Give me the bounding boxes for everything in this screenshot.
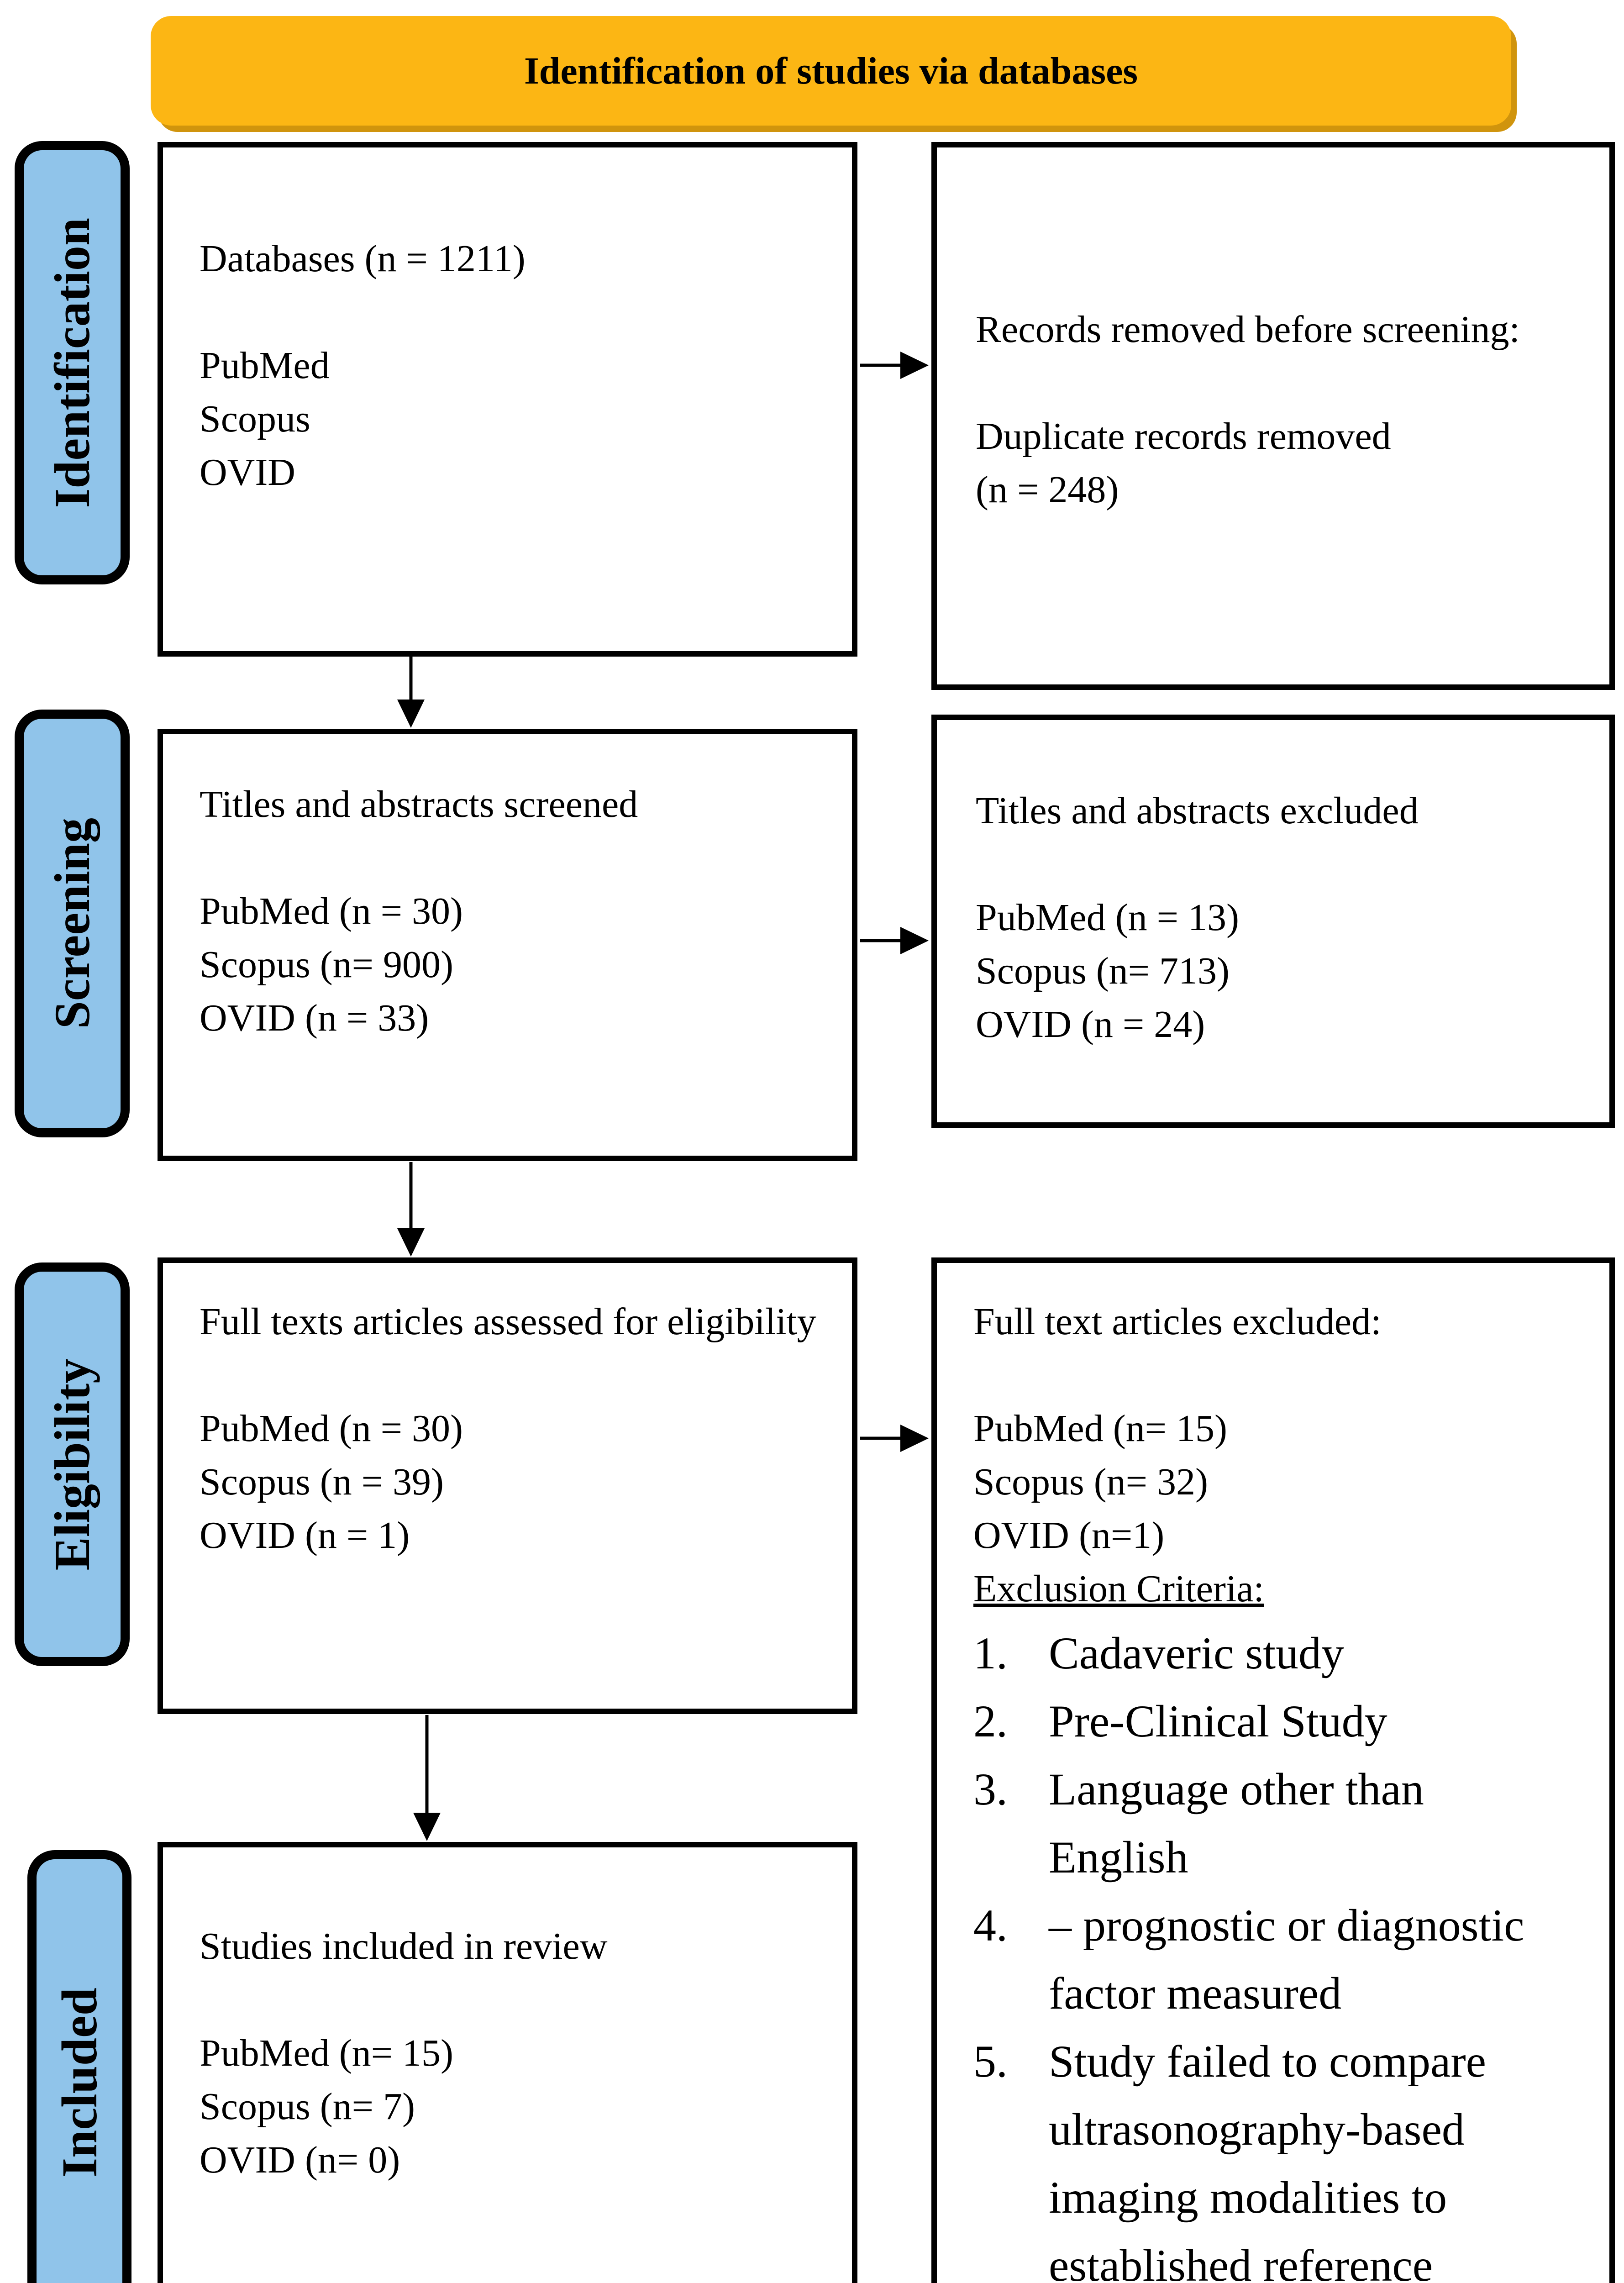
box-titles-abstracts-screened: Titles and abstracts screened PubMed (n … xyxy=(158,729,857,1161)
arrowhead-icon xyxy=(397,700,425,728)
arrowhead-icon xyxy=(900,352,929,379)
stage-label-identification-text: Identification xyxy=(44,217,100,508)
arrow-shaft xyxy=(425,1715,429,1815)
box-databases-identified-text: Databases (n = 1211) PubMed Scopus OVID xyxy=(200,237,526,494)
box-titles-abstracts-screened-text: Titles and abstracts screened PubMed (n … xyxy=(200,783,638,1039)
arrow-shaft xyxy=(860,1436,903,1440)
box-fulltext-assessed-text: Full texts articles assessed for eligibi… xyxy=(200,1300,816,1557)
title-banner: Identification of studies via databases xyxy=(151,16,1511,126)
arrow-shaft xyxy=(409,1162,413,1231)
arrow-shaft xyxy=(860,363,903,367)
criterion-1-number: 1. xyxy=(973,1628,1008,1678)
exclusion-criteria-heading: Exclusion Criteria: xyxy=(973,1568,1264,1610)
arrow-identification-right-icon xyxy=(860,352,929,379)
stage-label-screening: Screening xyxy=(15,710,130,1137)
stage-label-included-text: Included xyxy=(51,1988,107,2178)
box-fulltext-assessed: Full texts articles assessed for eligibi… xyxy=(158,1257,857,1714)
arrow-shaft xyxy=(409,655,413,702)
box-studies-included-text: Studies included in review PubMed (n= 15… xyxy=(200,1925,608,2181)
arrow-screening-to-eligibility-icon xyxy=(396,1162,426,1257)
criterion-2: 2. Pre-Clinical Study xyxy=(973,1687,1568,1755)
arrowhead-icon xyxy=(397,1228,425,1257)
arrow-eligibility-to-included-icon xyxy=(412,1715,441,1841)
exclusion-criteria-list: 1. Cadaveric study 2. Pre-Clinical Study… xyxy=(973,1619,1568,2283)
box-fulltext-excluded: Full text articles excluded: PubMed (n= … xyxy=(931,1257,1615,2283)
box-databases-identified: Databases (n = 1211) PubMed Scopus OVID xyxy=(158,142,857,657)
banner-title: Identification of studies via databases xyxy=(524,49,1138,92)
criterion-3-text: Language other than English xyxy=(1049,1764,1424,1883)
box-studies-included: Studies included in review PubMed (n= 15… xyxy=(158,1842,857,2283)
stage-label-eligibility: Eligibility xyxy=(15,1262,130,1666)
box-titles-abstracts-excluded: Titles and abstracts excluded PubMed (n … xyxy=(931,715,1615,1128)
criterion-2-text: Pre-Clinical Study xyxy=(1049,1696,1387,1746)
criterion-5: 5. Study failed to compare ultrasonograp… xyxy=(973,2027,1568,2283)
criterion-1: 1. Cadaveric study xyxy=(973,1619,1568,1687)
arrowhead-icon xyxy=(413,1813,441,1841)
criterion-3-number: 3. xyxy=(973,1764,1008,1815)
arrow-screening-right-icon xyxy=(860,927,929,954)
box-records-removed-text: Records removed before screening: Duplic… xyxy=(976,308,1520,511)
arrow-identification-to-screening-icon xyxy=(396,655,426,728)
criterion-2-number: 2. xyxy=(973,1696,1008,1746)
stage-label-screening-text: Screening xyxy=(44,818,100,1029)
criterion-5-number: 5. xyxy=(973,2036,1008,2087)
criterion-4-number: 4. xyxy=(973,1900,1008,1951)
box-titles-abstracts-excluded-text: Titles and abstracts excluded PubMed (n … xyxy=(976,789,1419,1046)
arrow-eligibility-right-icon xyxy=(860,1425,929,1452)
arrowhead-icon xyxy=(900,927,929,954)
criterion-4: 4. – prognostic or diagnostic factor mea… xyxy=(973,1891,1568,2027)
criterion-1-text: Cadaveric study xyxy=(1049,1628,1345,1678)
criterion-3: 3. Language other than English xyxy=(973,1755,1568,1891)
stage-label-identification: Identification xyxy=(15,141,130,584)
stage-label-eligibility-text: Eligibility xyxy=(44,1358,100,1571)
arrow-shaft xyxy=(860,939,903,942)
criterion-5-text: Study failed to compare ultrasonography-… xyxy=(1049,2036,1487,2283)
box-fulltext-excluded-intro: Full text articles excluded: PubMed (n= … xyxy=(973,1300,1382,1557)
stage-label-included: Included xyxy=(27,1850,131,2283)
box-records-removed: Records removed before screening: Duplic… xyxy=(931,142,1615,690)
arrowhead-icon xyxy=(900,1425,929,1452)
criterion-4-text: – prognostic or diagnostic factor measur… xyxy=(1049,1900,1524,2019)
